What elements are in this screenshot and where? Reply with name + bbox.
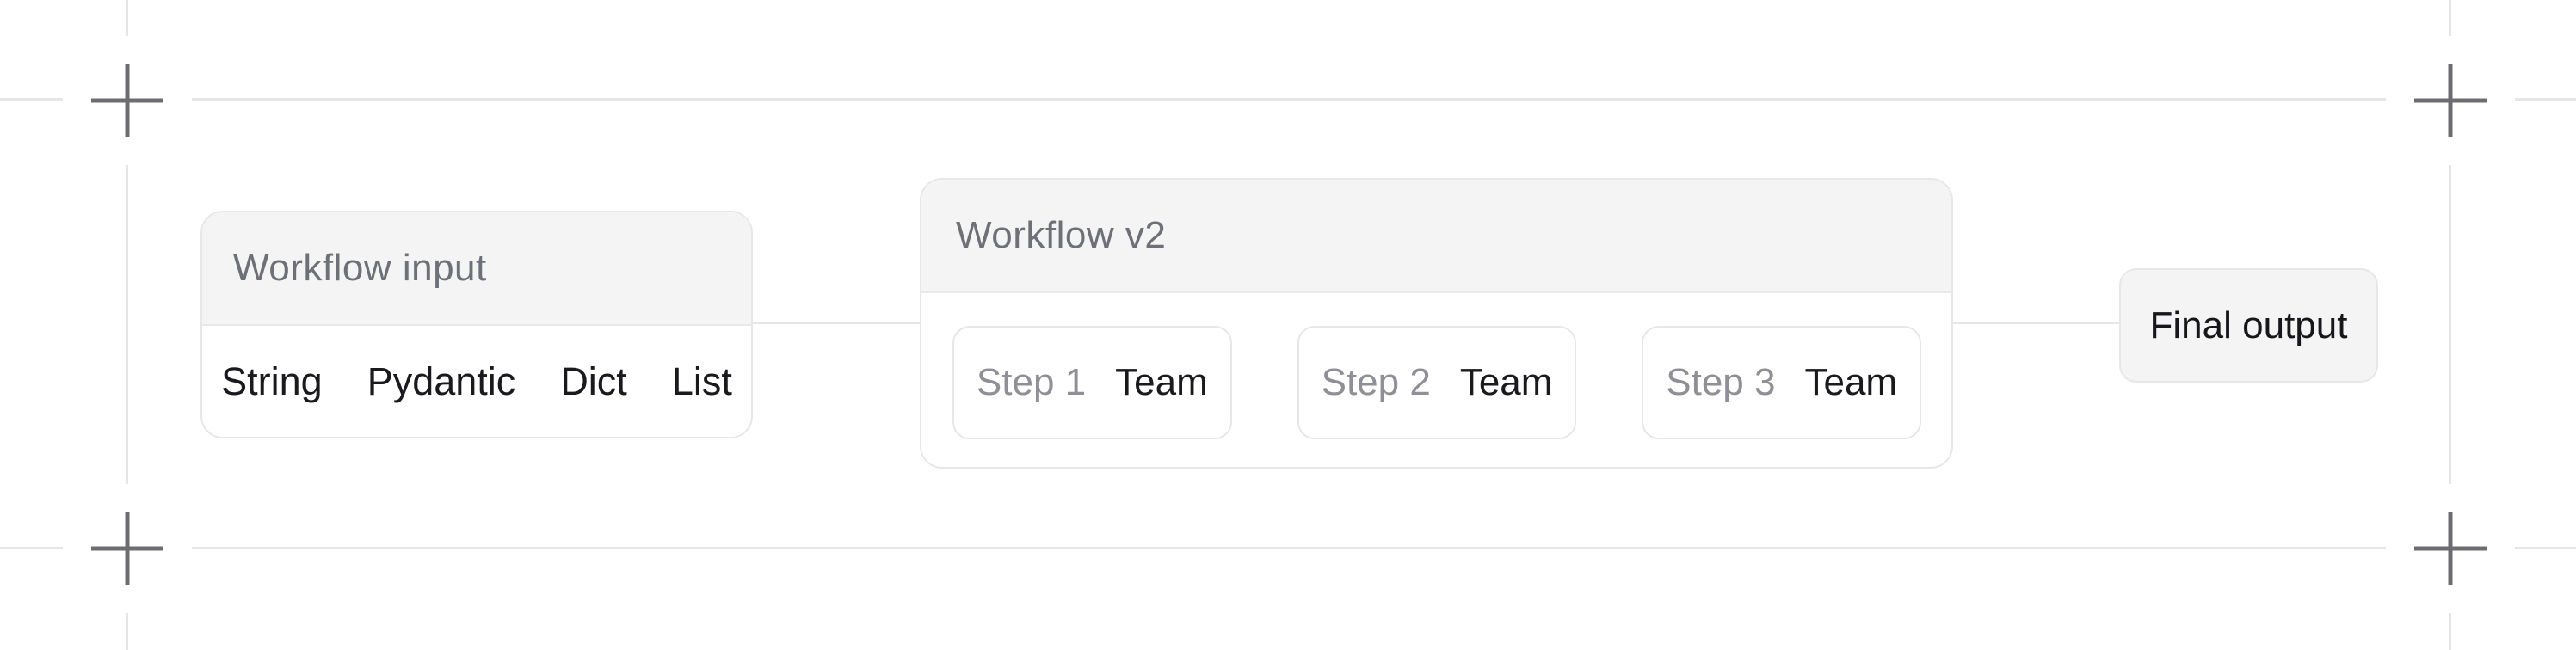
crop-mark-icon-top-right	[2386, 36, 2515, 165]
workflow-v2-body: Step 1 Team Step 2 Team Step 3 Team	[921, 293, 1951, 439]
guide-line-vertical-right	[2449, 0, 2451, 650]
crop-mark-vertical-bar	[2448, 512, 2453, 585]
workflow-input-node: Workflow input String Pydantic Dict List	[200, 211, 753, 438]
workflow-input-body: String Pydantic Dict List	[202, 326, 751, 437]
workflow-v2-node: Workflow v2 Step 1 Team Step 2 Team Step…	[920, 178, 1953, 469]
step-3-type: Team	[1804, 361, 1898, 403]
crop-mark-icon-top-left	[63, 36, 192, 165]
workflow-v2-title: Workflow v2	[956, 214, 1167, 256]
input-type-pydantic: Pydantic	[367, 359, 516, 403]
final-output-node: Final output	[2119, 268, 2378, 383]
step-1-label: Step 1	[976, 361, 1087, 403]
step-2-box: Step 2 Team	[1297, 326, 1577, 439]
crop-mark-vertical-bar	[125, 512, 130, 585]
crop-mark-icon-bottom-left	[63, 484, 192, 613]
guide-line-horizontal-bottom	[0, 547, 2576, 549]
step-2-label: Step 2	[1321, 361, 1431, 403]
guide-line-vertical-left	[126, 0, 128, 650]
step-3-box: Step 3 Team	[1642, 326, 1922, 439]
step-2-type: Team	[1459, 361, 1553, 403]
workflow-v2-header: Workflow v2	[921, 180, 1951, 293]
crop-mark-vertical-bar	[2448, 64, 2453, 137]
crop-mark-vertical-bar	[125, 64, 130, 137]
workflow-input-header: Workflow input	[202, 212, 751, 326]
crop-mark-icon-bottom-right	[2386, 484, 2515, 613]
step-1-box: Step 1 Team	[952, 326, 1232, 439]
workflow-input-title: Workflow input	[233, 247, 487, 289]
guide-line-horizontal-top	[0, 98, 2576, 101]
input-type-dict: Dict	[560, 359, 627, 403]
input-type-string: String	[221, 359, 323, 403]
step-1-type: Team	[1115, 361, 1208, 403]
input-type-list: List	[671, 359, 732, 403]
final-output-label: Final output	[2149, 304, 2348, 346]
step-3-label: Step 3	[1666, 361, 1776, 403]
